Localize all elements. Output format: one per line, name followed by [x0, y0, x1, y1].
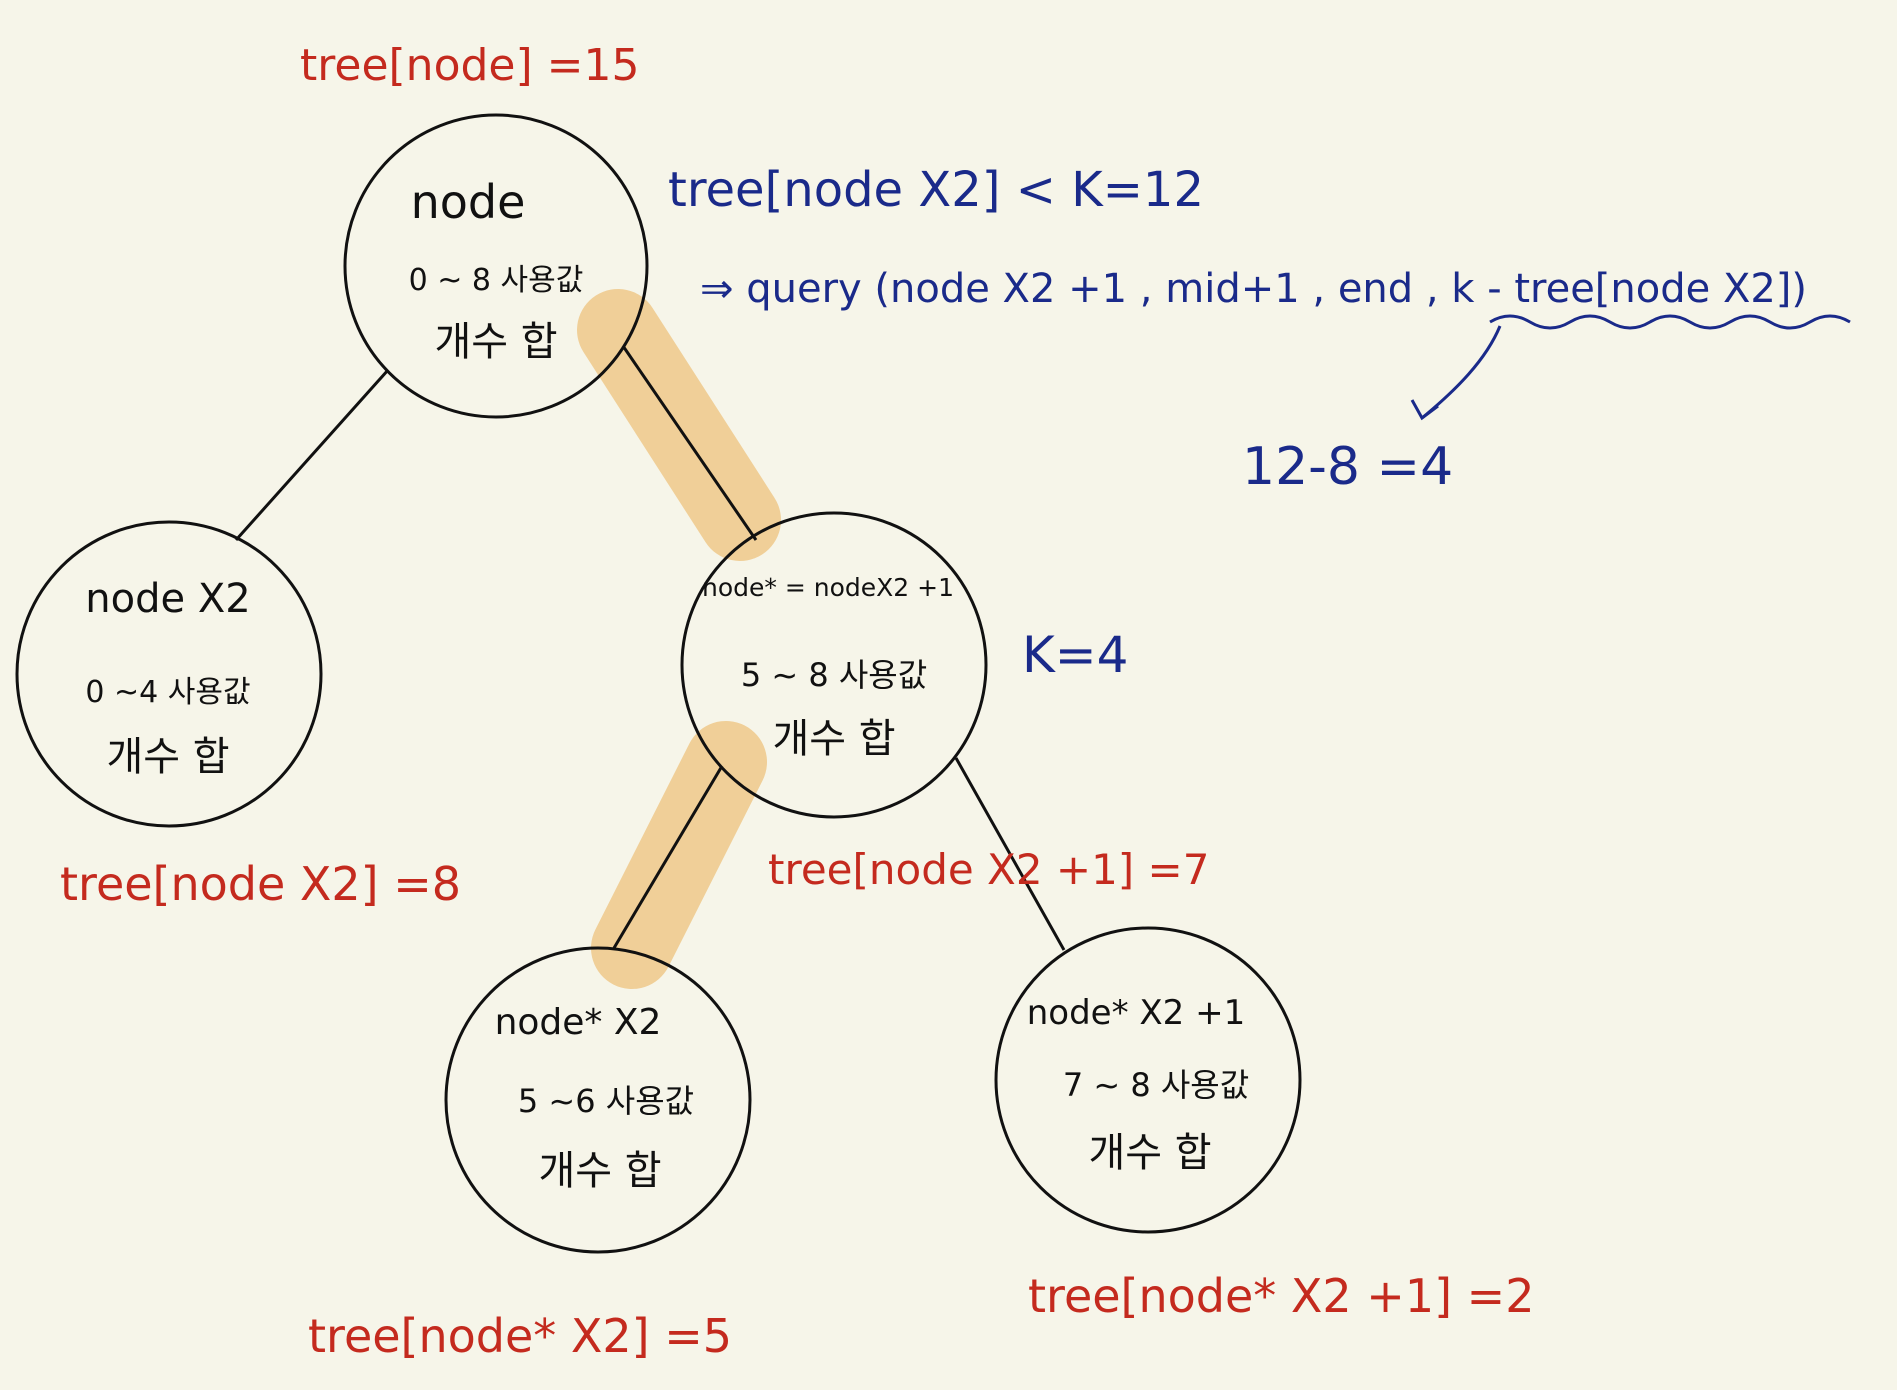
node-root-sum: 개수 합 [434, 319, 557, 365]
note-compare: tree[node X2] < K=12 [668, 162, 1204, 218]
node-root-circle [343, 113, 649, 419]
label-root-value: tree[node] =15 [300, 40, 640, 91]
underline-squiggle [1489, 314, 1851, 330]
node-root-name: node [411, 175, 526, 229]
node-right-right-name: node* X2 +1 [1027, 993, 1246, 1033]
note-calc: 12-8 =4 [1242, 437, 1453, 497]
label-left-value: tree[node X2] =8 [60, 857, 461, 911]
node-left-circle [15, 520, 323, 828]
arrow-head-icon [1410, 399, 1439, 421]
node-right-left-range: 5 ~6 사용값 [518, 1082, 694, 1120]
node-right-left-name: node* X2 [495, 1002, 662, 1043]
node-right-left-circle [444, 946, 752, 1254]
note-k-value: K=4 [1022, 626, 1129, 684]
arrow-to-calc [1421, 325, 1502, 420]
node-left-range: 0 ~4 사용값 [85, 675, 250, 710]
label-right-right-value: tree[node* X2 +1] =2 [1028, 1269, 1535, 1323]
node-root-range: 0 ~ 8 사용값 [409, 263, 584, 298]
edge-right-right-right [954, 757, 1066, 951]
note-query: ⇒ query (node X2 +1 , mid+1 , end , k - … [700, 266, 1807, 312]
node-right-circle [680, 511, 988, 819]
node-right-range: 5 ~ 8 사용값 [741, 656, 927, 694]
edge-root-left [234, 369, 390, 541]
edge-right-right-left [612, 765, 724, 949]
node-right-right-sum: 개수 합 [1088, 1130, 1211, 1176]
edge-root-right [621, 345, 758, 541]
label-right-left-value: tree[node* X2] =5 [308, 1309, 732, 1363]
node-right-right-range: 7 ~ 8 사용값 [1063, 1066, 1249, 1104]
node-left-name: node X2 [85, 576, 250, 622]
node-right-sum: 개수 합 [772, 716, 895, 762]
label-right-value: tree[node X2 +1] =7 [768, 845, 1209, 894]
node-right-right-circle [994, 926, 1302, 1234]
node-right-name: node* = nodeX2 +1 [702, 573, 954, 602]
node-right-left-sum: 개수 합 [538, 1148, 661, 1194]
node-left-sum: 개수 합 [106, 734, 229, 780]
highlight-path-right-to-right-left [591, 721, 767, 989]
